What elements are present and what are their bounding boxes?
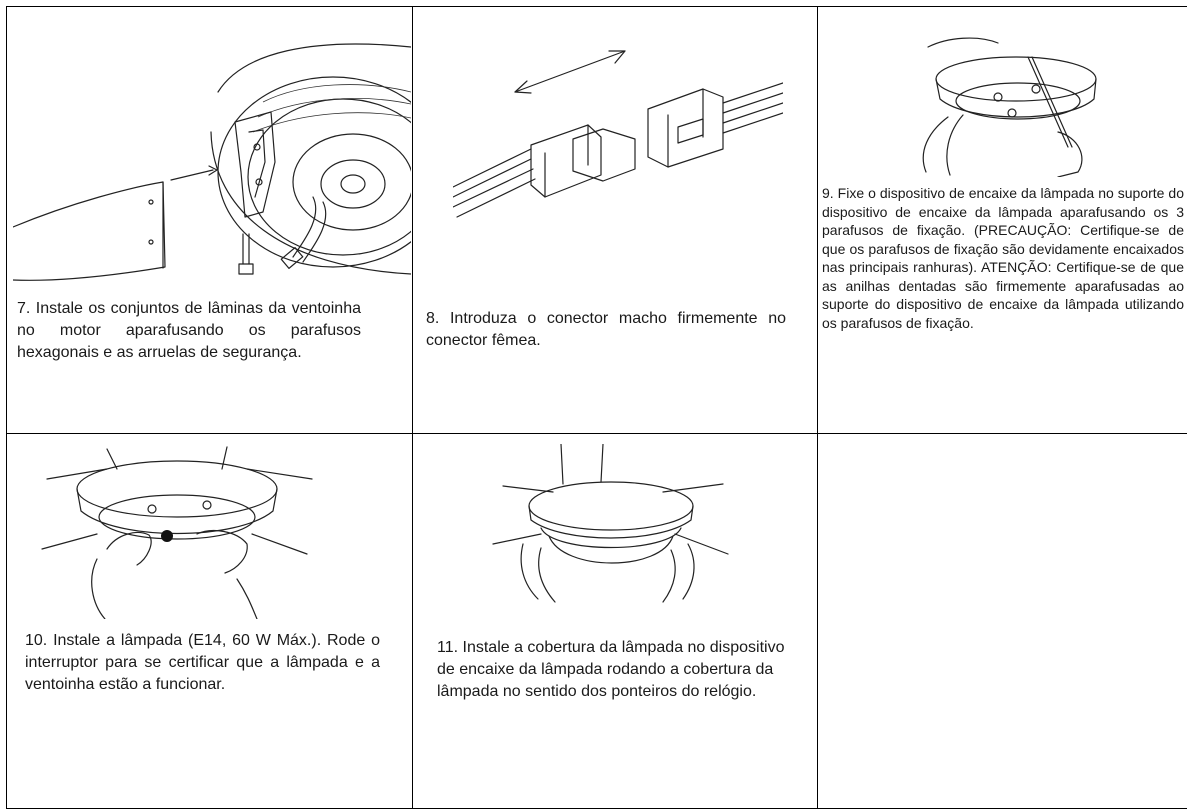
lamp-cover-illustration [483,444,733,604]
lamp-fitting-illustration [908,37,1108,177]
table-left-border [6,6,7,809]
blade-assembly-illustration [13,12,411,297]
step-8-caption: 8. Introduza o conector macho firmemente… [426,310,786,349]
instruction-table: 7. Instale os conjuntos de lâminas da ve… [6,6,1187,809]
step-11-cell: 11. Instale a cobertura da lâmpada no di… [413,434,817,808]
step-7-caption: 7. Instale os conjuntos de lâminas da ve… [17,300,361,361]
table-column-divider-1 [412,6,413,809]
step-9-cell: 9. Fixe o dispositivo de encaixe da lâmp… [818,7,1187,433]
step-11-caption: 11. Instale a cobertura da lâmpada no di… [437,639,785,700]
table-column-divider-2 [817,6,818,809]
empty-cell [818,434,1187,808]
table-top-border [6,6,1187,7]
step-10-cell: 10. Instale a lâmpada (E14, 60 W Máx.). … [7,434,412,808]
bulb-illustration [37,439,317,619]
step-8-cell: 8. Introduza o conector macho firmemente… [413,7,817,433]
step-9-caption: 9. Fixe o dispositivo de encaixe da lâmp… [822,185,1184,331]
step-7-cell: 7. Instale os conjuntos de lâminas da ve… [7,7,412,433]
table-row-divider [6,433,1187,434]
connector-illustration [453,37,783,237]
step-10-caption: 10. Instale a lâmpada (E14, 60 W Máx.). … [25,632,380,693]
